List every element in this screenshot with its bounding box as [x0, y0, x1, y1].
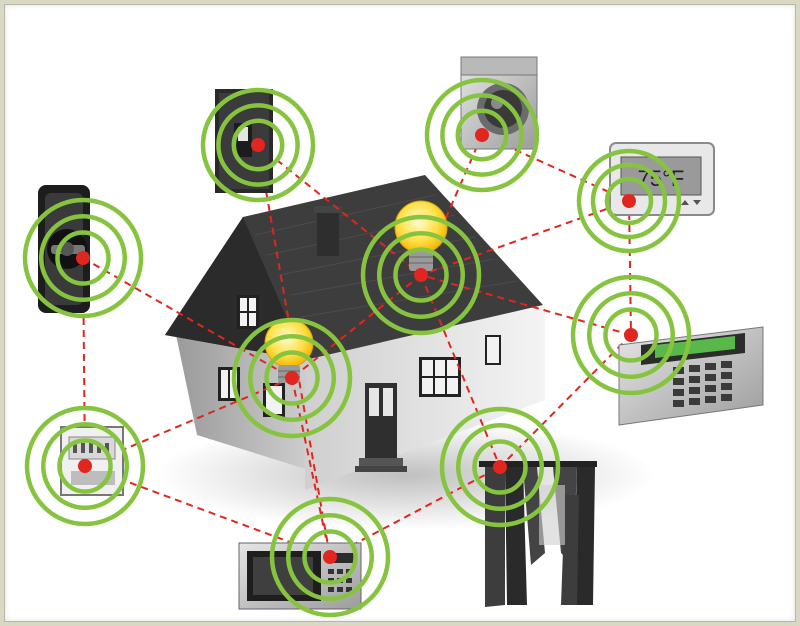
- network-link: [499, 334, 632, 468]
- keypad-key: [689, 376, 700, 383]
- smart-home-network-diagram: 75°F: [22, 56, 764, 618]
- house-chimney: [317, 210, 339, 256]
- node-dot: [323, 550, 337, 564]
- signal-ring: [57, 438, 113, 494]
- signal-ring: [264, 350, 320, 406]
- node-dot: [624, 328, 638, 342]
- curtains-icon: [479, 461, 597, 607]
- signal-ring: [40, 421, 130, 511]
- node-dot: [493, 460, 507, 474]
- node-dot: [622, 194, 636, 208]
- signal-ring: [472, 439, 528, 495]
- signal-ring: [22, 197, 144, 319]
- signal-ring: [231, 317, 353, 439]
- network-link: [329, 466, 501, 558]
- keypad-key: [673, 389, 684, 396]
- house: [165, 175, 545, 490]
- signal-node-wall-switch: [200, 87, 316, 203]
- signal-ring: [424, 77, 540, 193]
- signal-ring: [603, 307, 659, 363]
- signal-ring: [393, 247, 449, 303]
- signal-ring: [55, 230, 111, 286]
- network-link: [420, 274, 501, 468]
- keypad-key: [705, 385, 716, 392]
- house-door: [355, 383, 407, 472]
- signal-ring: [231, 118, 285, 172]
- keypad-key: [705, 396, 716, 403]
- signal-rings: [22, 77, 692, 618]
- house-window: [419, 357, 461, 397]
- keypad-key: [673, 400, 684, 407]
- signal-ring: [216, 103, 300, 187]
- signal-ring: [586, 290, 676, 380]
- signal-ring: [38, 213, 128, 303]
- keypad-key: [689, 398, 700, 405]
- signal-node-power-outlet: [24, 405, 146, 527]
- signal-node-window-curtains: [439, 406, 561, 528]
- signal-ring: [247, 333, 337, 423]
- network-link: [257, 144, 422, 276]
- signal-node-door-lock: [22, 197, 144, 319]
- keypad-key: [673, 378, 684, 385]
- signal-ring: [439, 406, 561, 528]
- signal-node-lightbulb-roof: [360, 214, 482, 336]
- keypad-key: [721, 394, 732, 401]
- keypad-key: [705, 374, 716, 381]
- network-link: [628, 200, 632, 336]
- signal-ring: [576, 148, 682, 254]
- keypad-key: [705, 363, 716, 370]
- signal-ring: [376, 230, 466, 320]
- signal-ring: [455, 422, 545, 512]
- signal-ring: [604, 176, 654, 226]
- house-window: [485, 335, 501, 365]
- signal-ring: [24, 405, 146, 527]
- signal-ring: [570, 274, 692, 396]
- house-window: [237, 295, 259, 329]
- network-link: [84, 377, 293, 467]
- signal-node-washing-machine: [424, 77, 540, 193]
- signal-ring: [440, 93, 524, 177]
- keypad-key: [721, 372, 732, 379]
- signal-ring: [285, 512, 375, 602]
- node-dot: [285, 371, 299, 385]
- node-dot: [251, 138, 265, 152]
- keypad-key: [721, 361, 732, 368]
- signal-ring: [200, 87, 316, 203]
- network-link: [420, 274, 632, 336]
- keypad-key: [689, 387, 700, 394]
- signal-ring: [302, 529, 358, 585]
- signal-ring: [455, 108, 509, 162]
- signal-node-thermostat: [576, 148, 682, 254]
- node-dot: [76, 251, 90, 265]
- network-link: [291, 377, 331, 558]
- signal-node-microwave: [269, 496, 391, 618]
- diagram-frame: 75°F: [4, 4, 796, 622]
- keypad-key: [689, 365, 700, 372]
- signal-ring: [360, 214, 482, 336]
- signal-node-lightbulb-porch: [231, 317, 353, 439]
- signal-node-security-keypad: [570, 274, 692, 396]
- signal-ring: [269, 496, 391, 618]
- node-dot: [78, 459, 92, 473]
- lightbulb-icon: [394, 200, 448, 271]
- node-dot: [475, 128, 489, 142]
- keypad-key: [721, 383, 732, 390]
- signal-ring: [590, 162, 668, 240]
- node-dot: [414, 268, 428, 282]
